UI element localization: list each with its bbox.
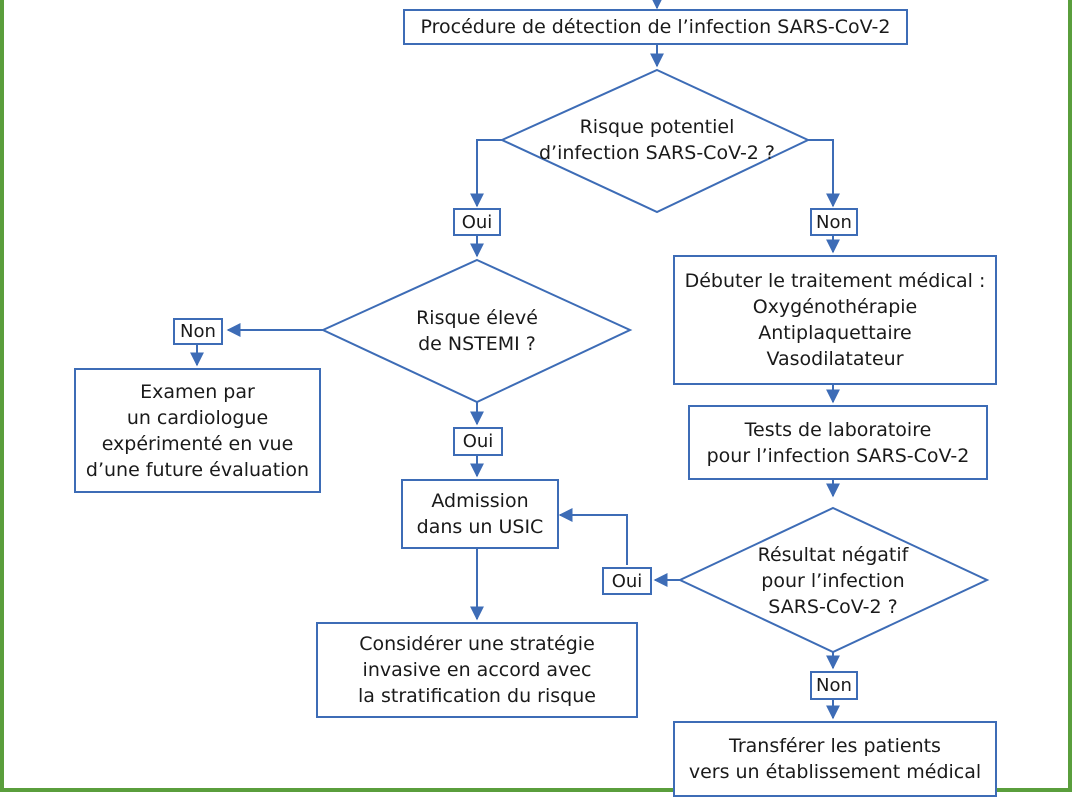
q1-yes-label: Oui <box>453 208 501 236</box>
decision-diamond-q1 <box>499 68 811 214</box>
lab-tests-box: Tests de laboratoire pour l’infection SA… <box>688 405 988 480</box>
decision-q1-text: Risque potentiel d’infection SARS-CoV-2 … <box>538 116 776 164</box>
q3-no-label: Non <box>810 671 858 700</box>
q2-no-label: Non <box>173 318 223 345</box>
detection-procedure-box: Procédure de détection de l’infection SA… <box>403 9 908 45</box>
decision-q3-text: Résultat négatif pour l’infection SARS-C… <box>757 544 909 618</box>
usic-admission-box: Admission dans un USIC <box>401 479 559 549</box>
patient-transfer-box: Transférer les patients vers un établiss… <box>673 721 997 797</box>
invasive-strategy-box: Considérer une stratégie invasive en acc… <box>316 622 638 718</box>
connector-layer <box>190 0 990 720</box>
decision-q2-text: Risque élevé de NSTEMI ? <box>416 307 538 355</box>
arrow-oui-loop-admission <box>558 508 628 565</box>
medical-treatment-box: Débuter le traitement médical : Oxygénot… <box>673 255 997 385</box>
cardiologist-exam-box: Examen par un cardiologue expérimenté en… <box>74 368 321 493</box>
q3-yes-label: Oui <box>602 567 652 595</box>
arrow-q1-oui <box>470 139 502 208</box>
arrow-q1-non <box>808 139 840 208</box>
q2-yes-label: Oui <box>453 427 503 456</box>
q1-no-label: Non <box>810 208 858 236</box>
